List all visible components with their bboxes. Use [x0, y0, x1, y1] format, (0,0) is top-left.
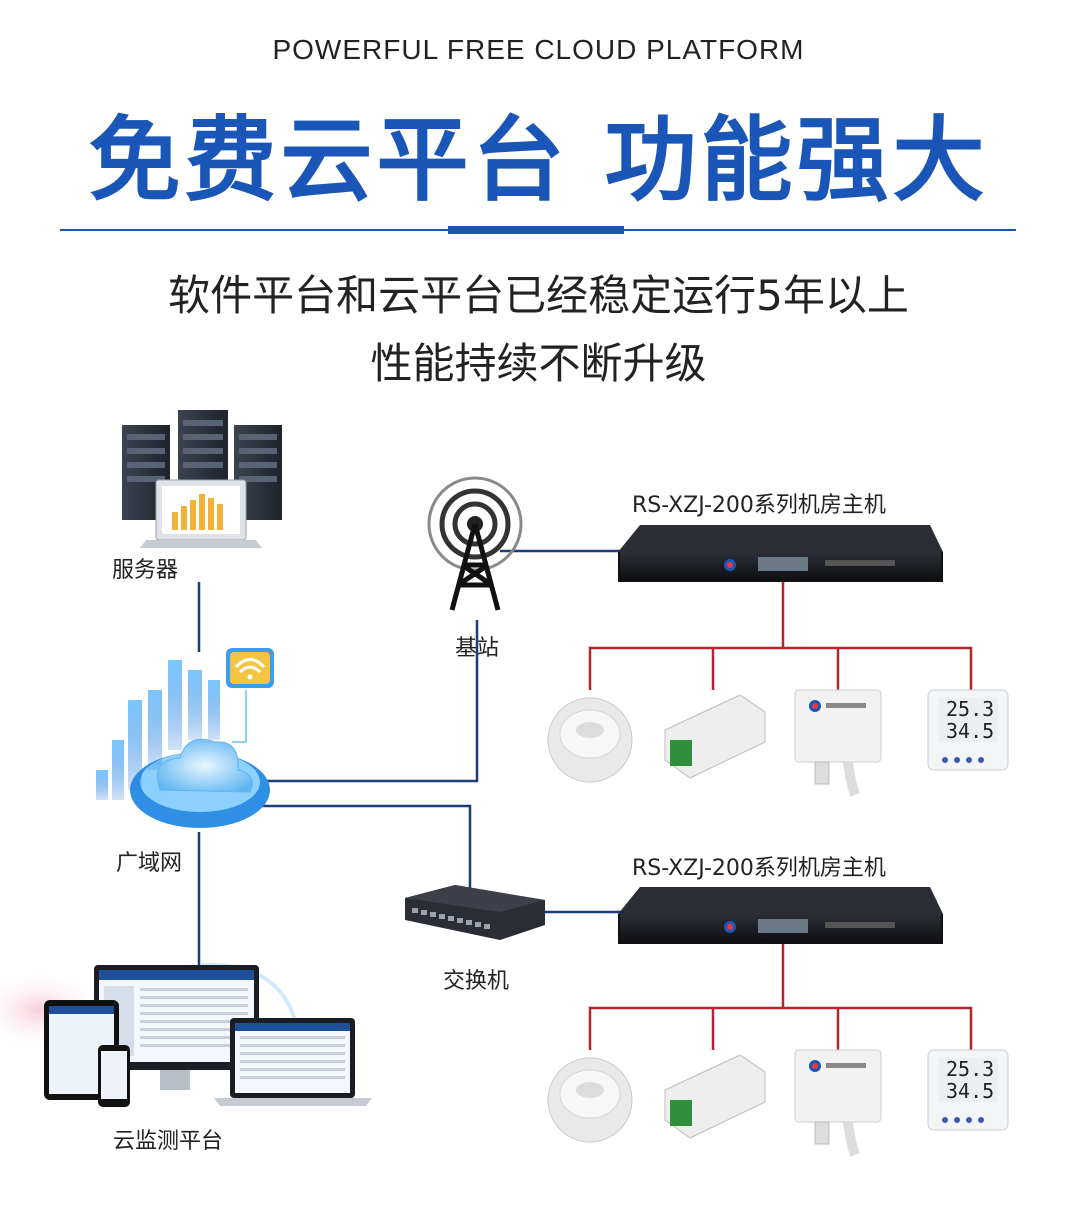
- server-icon: [122, 410, 282, 548]
- server-label: 服务器: [112, 558, 179, 583]
- cloud-platform-devices-icon: [0, 962, 372, 1107]
- base-station-icon: [427, 476, 523, 611]
- temperature-value: 25.3: [946, 1057, 995, 1081]
- smoke-detector-icon: [547, 697, 633, 783]
- display-readout-1: 25.3 34.5: [946, 698, 994, 742]
- relay-module-icon: [664, 1054, 766, 1139]
- headline: 免费云平台 功能强大: [88, 107, 989, 214]
- smoke-detector-icon: [547, 1057, 633, 1143]
- wan-label: 广域网: [116, 851, 183, 876]
- host-1-model-label: RS-XZJ-200系列机房主机: [632, 493, 886, 518]
- temp-humidity-display-icon: [927, 689, 1009, 771]
- wan-cloud-icon: [96, 648, 274, 828]
- host-unit-2: [618, 887, 943, 944]
- temperature-transmitter-icon: [794, 1049, 882, 1157]
- temperature-value: 25.3: [946, 697, 995, 721]
- temperature-transmitter-icon: [794, 689, 882, 797]
- host-unit-1: [618, 525, 943, 582]
- divider-accent: [448, 226, 624, 234]
- description-line-2: 性能持续不断升级: [370, 339, 707, 388]
- sensor-bus-lines: [588, 580, 973, 1050]
- network-switch-icon: [405, 885, 545, 940]
- description-line-1: 软件平台和云平台已经稳定运行5年以上: [168, 271, 909, 320]
- humidity-value: 34.5: [946, 1079, 995, 1103]
- cloud-platform-label: 云监测平台: [113, 1129, 224, 1154]
- humidity-value: 34.5: [946, 719, 995, 743]
- subtitle-en: POWERFUL FREE CLOUD PLATFORM: [272, 34, 805, 65]
- relay-module-icon: [664, 694, 766, 779]
- base-station-label: 基站: [455, 636, 500, 661]
- switch-label: 交换机: [443, 969, 510, 994]
- display-readout-2: 25.3 34.5: [946, 1058, 994, 1102]
- temp-humidity-display-icon: [927, 1049, 1009, 1131]
- host-2-model-label: RS-XZJ-200系列机房主机: [632, 856, 886, 881]
